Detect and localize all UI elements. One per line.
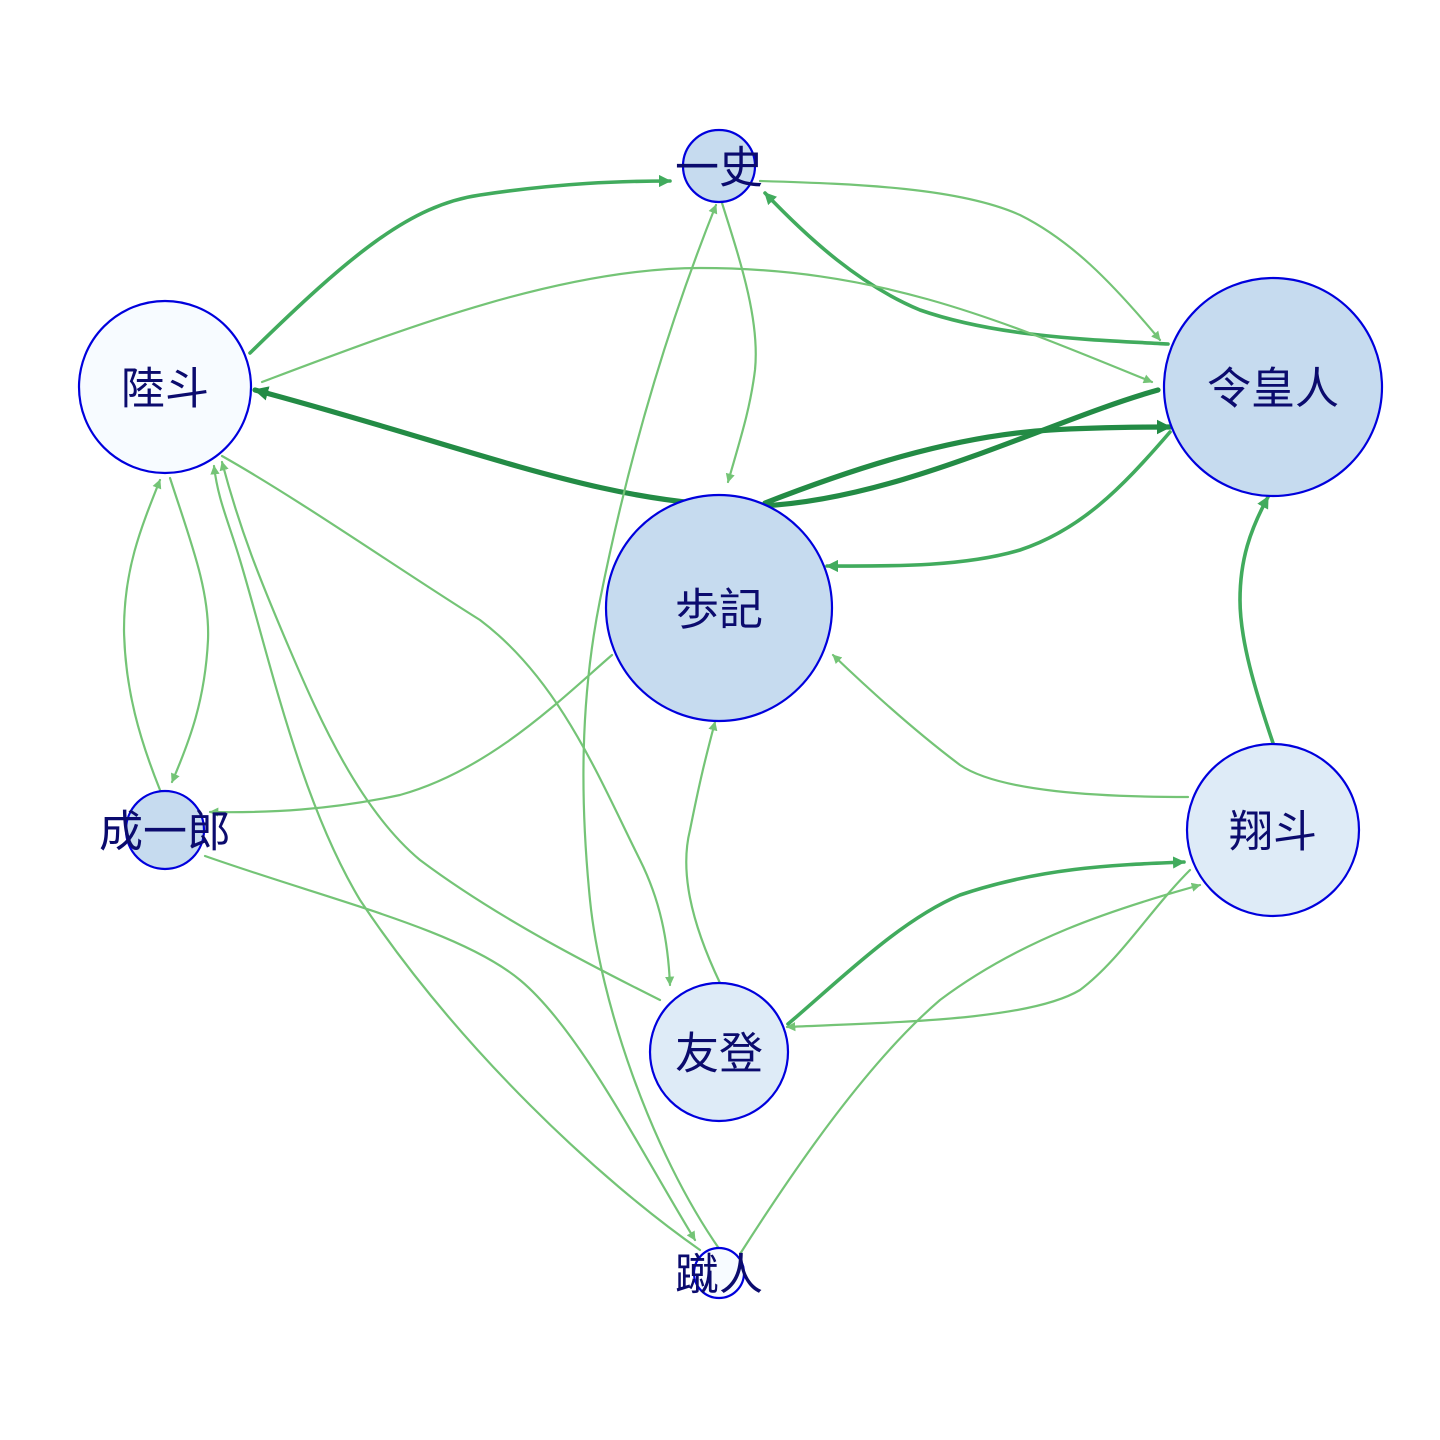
node-yuto-label: 友登 (675, 1029, 763, 1080)
node-reiko-circle (1162, 276, 1384, 498)
node-yuto-circle (648, 981, 790, 1123)
node-reiko-label: 令皇人 (1207, 364, 1339, 415)
edge-yuto-to-rikuto (219, 460, 662, 1002)
node-seiichiro-circle (124, 789, 206, 871)
node-rikuto: 陸斗 (77, 299, 253, 475)
node-ayuki-circle (604, 493, 834, 723)
edge-shuto-to-issi (582, 203, 722, 1252)
edge-shoto-to-yuto (785, 868, 1192, 1032)
node-ayuki-label: 歩記 (675, 585, 763, 636)
edge-yuto-to-shoto (786, 856, 1186, 1026)
edge-yuto-to-ayuki (685, 720, 722, 985)
node-shoto-circle (1185, 742, 1361, 918)
edge-reiko-to-ayuki (825, 430, 1172, 573)
edge-shuto-to-shoto (738, 882, 1202, 1256)
edge-shoto-to-reiko (1238, 495, 1275, 745)
node-rikuto-circle (77, 299, 253, 475)
node-issi: 一史 (675, 128, 763, 204)
node-rikuto-label: 陸斗 (121, 364, 209, 415)
node-shuto-label: 蹴人 (675, 1250, 763, 1301)
edge-ayuki-to-seiichiro (208, 653, 614, 817)
node-shuto-circle (692, 1246, 746, 1300)
edge-ayuki-to-reiko (762, 419, 1173, 506)
node-ayuki: 歩記 (604, 493, 834, 723)
node-seiichiro: 成一郎 (99, 789, 231, 871)
edge-rikuto-to-reiko (260, 266, 1154, 384)
node-shoto-label: 翔斗 (1229, 807, 1317, 858)
edge-shuto-to-rikuto (210, 464, 702, 1252)
node-shuto: 蹴人 (675, 1246, 763, 1301)
node-issi-circle (681, 128, 757, 204)
edge-seiichiro-to-rikuto (122, 478, 162, 792)
edge-issi-to-ayuki (720, 201, 757, 484)
node-yuto: 友登 (648, 981, 790, 1123)
nodes: 一史 陸斗 令皇人 歩記 翔斗 成一郎 友登 蹴人 (77, 128, 1384, 1301)
node-seiichiro-label: 成一郎 (99, 807, 231, 858)
edge-seiichiro-to-shuto (203, 854, 697, 1242)
edge-rikuto-to-yuto (220, 454, 675, 987)
node-issi-label: 一史 (675, 143, 763, 194)
node-shoto: 翔斗 (1185, 742, 1361, 918)
edge-rikuto-to-seiichiro (168, 476, 210, 784)
edge-rikuto-to-issi (248, 174, 672, 355)
node-reiko: 令皇人 (1162, 276, 1384, 498)
edge-issi-to-reiko (758, 179, 1162, 342)
edge-reiko-to-issi (763, 191, 1170, 346)
edge-reiko-to-rikuto (252, 386, 1161, 509)
edge-shoto-to-ayuki (831, 653, 1190, 799)
